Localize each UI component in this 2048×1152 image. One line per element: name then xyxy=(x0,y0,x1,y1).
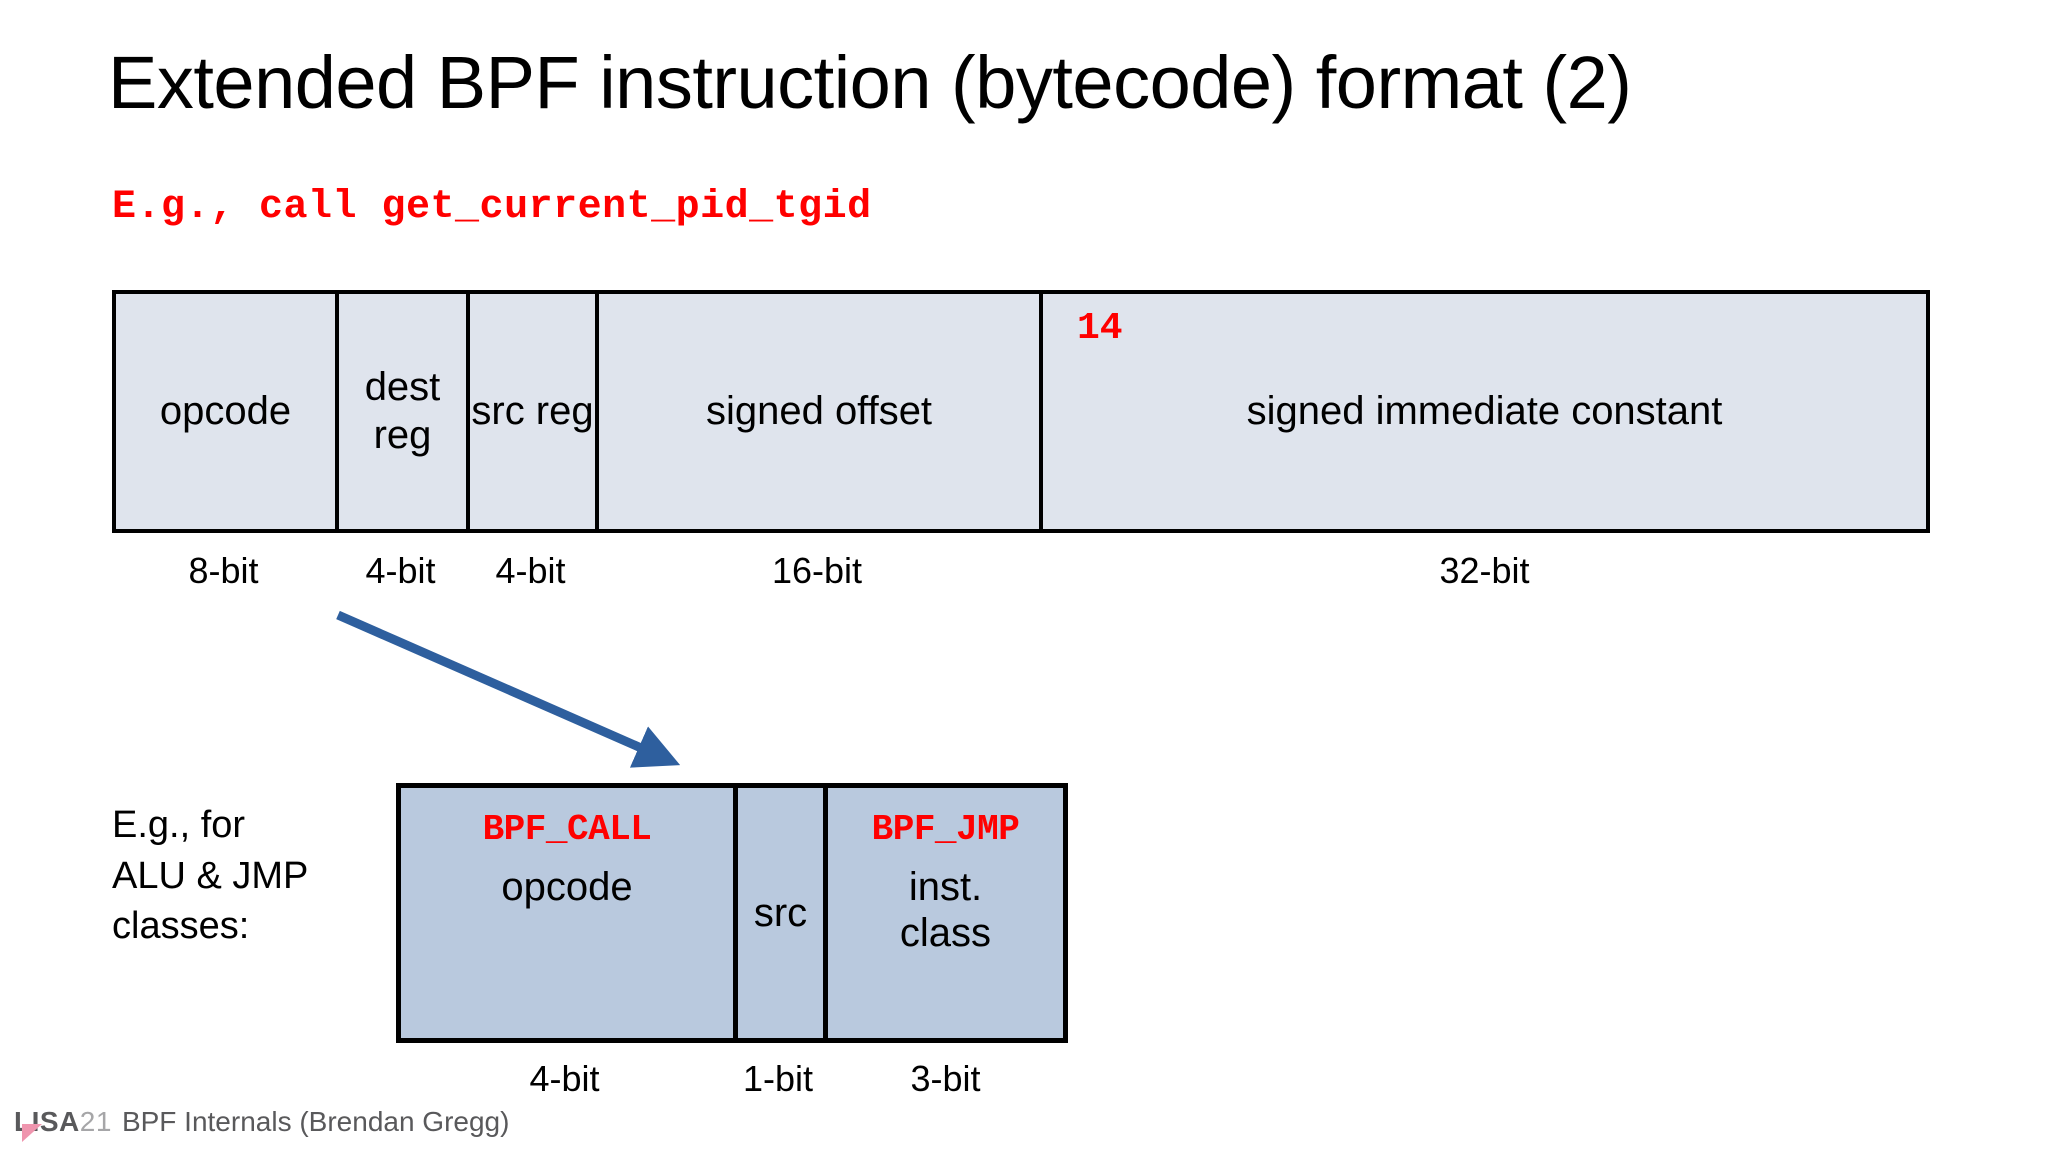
opcode-field-inst-class: BPF_JMP inst. class xyxy=(828,788,1063,1038)
insn-field-immediate-constant-label: signed immediate constant xyxy=(1246,388,1723,433)
opcode-pointer-arrow xyxy=(336,610,681,768)
bit-width-opcode-sub: 4-bit xyxy=(529,1058,600,1099)
bit-width-src-reg: 4-bit xyxy=(495,550,566,591)
page-title: Extended BPF instruction (bytecode) form… xyxy=(108,41,1632,124)
opcode-bit-widths: 4-bit 1-bit 3-bit xyxy=(396,1056,1068,1102)
opcode-field-inst-class-tag: BPF_JMP xyxy=(871,809,1020,850)
insn-field-dest-reg: dest reg xyxy=(339,294,470,529)
immediate-value-annotation: 14 xyxy=(1077,307,1123,350)
insn-field-opcode: opcode xyxy=(116,294,339,529)
lisa-triangle-icon xyxy=(22,1124,42,1142)
opcode-breakdown-diagram: BPF_CALL opcode src BPF_JMP inst. class xyxy=(396,783,1068,1043)
bit-width-opcode-src: 1-bit xyxy=(742,1058,814,1099)
opcode-field-opcode-tag: BPF_CALL xyxy=(482,809,652,850)
opcode-field-inst-class-label: inst. class xyxy=(899,864,992,955)
bit-width-dest-reg: 4-bit xyxy=(365,550,436,591)
insn-field-src-reg: src reg xyxy=(470,294,599,529)
bit-width-immediate-constant: 32-bit xyxy=(1439,550,1530,591)
instruction-format-diagram: opcode dest reg src reg signed offset 14… xyxy=(112,290,1930,533)
footer: LISA 21 BPF Internals (Brendan Gregg) xyxy=(14,1106,510,1142)
insn-field-immediate-constant: 14 signed immediate constant xyxy=(1043,294,1926,529)
opcode-breakdown-caption: E.g., for ALU & JMP classes: xyxy=(112,804,309,948)
code-example-subtitle: E.g., call get_current_pid_tgid xyxy=(112,185,872,230)
insn-field-opcode-label: opcode xyxy=(159,388,292,433)
footer-logo-year: 21 xyxy=(79,1106,112,1137)
insn-field-dest-reg-label: dest reg xyxy=(364,365,441,457)
bit-width-inst-class: 3-bit xyxy=(910,1058,981,1099)
insn-field-src-reg-label: src reg xyxy=(471,388,594,433)
opcode-field-opcode-label: opcode xyxy=(501,864,633,909)
opcode-field-src: src xyxy=(738,788,828,1038)
opcode-field-src-label: src xyxy=(753,891,808,935)
bit-width-signed-offset: 16-bit xyxy=(771,550,863,591)
footer-talk-title: BPF Internals (Brendan Gregg) xyxy=(121,1106,510,1137)
bit-width-opcode: 8-bit xyxy=(188,550,259,591)
insn-field-signed-offset: signed offset xyxy=(599,294,1043,529)
instruction-bit-widths: 8-bit 4-bit 4-bit 16-bit 32-bit xyxy=(112,548,1930,594)
insn-field-signed-offset-label: signed offset xyxy=(705,388,933,433)
opcode-field-opcode: BPF_CALL opcode xyxy=(401,788,738,1038)
